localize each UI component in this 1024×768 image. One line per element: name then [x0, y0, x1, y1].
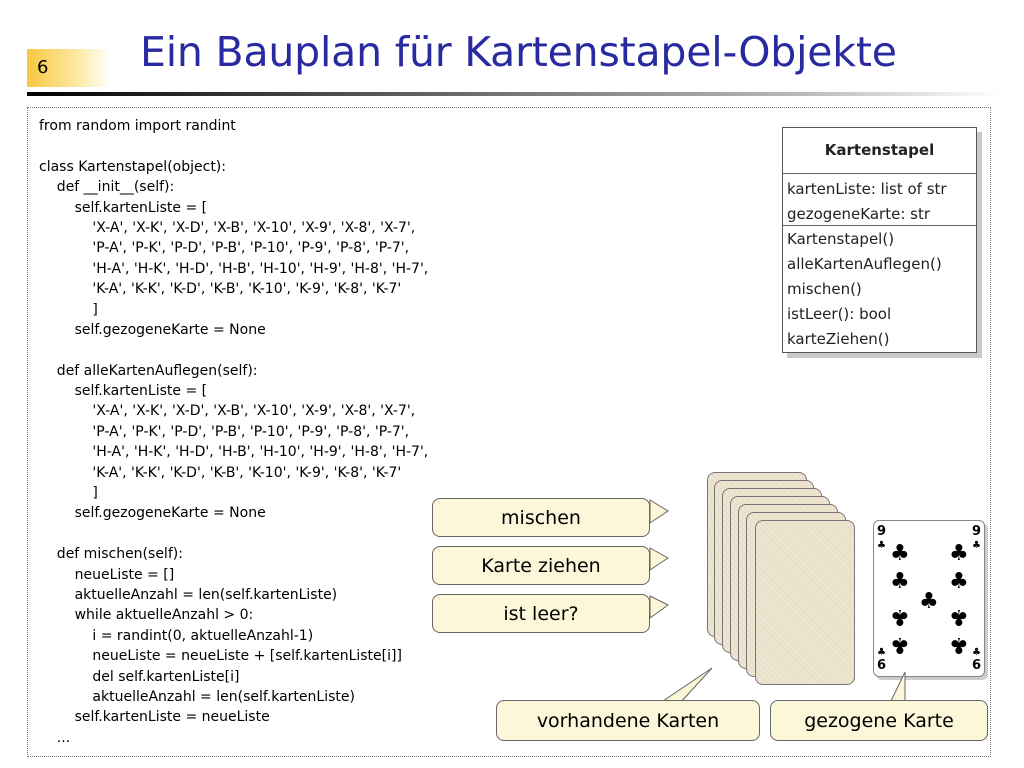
code-line: aktuelleAnzahl = len(self.kartenListe) [39, 586, 338, 603]
card-rank-top-right: 9♣ [971, 524, 981, 551]
club-icon: ♣ [890, 569, 910, 594]
code-line: neueListe = neueListe + [self.kartenList… [39, 648, 402, 665]
card-rank-bottom: 6 [877, 658, 887, 673]
callout-vorhandene-karten: vorhandene Karten [496, 700, 760, 741]
code-line: 'X-A', 'X-K', 'X-D', 'X-B', 'X-10', 'X-9… [39, 219, 416, 236]
uml-attribute: gezogeneKarte: str [787, 205, 931, 223]
callout-karte-ziehen: Karte ziehen [432, 546, 650, 585]
code-line [39, 136, 479, 156]
card-back [755, 520, 855, 685]
code-line: def alleKartenAuflegen(self): [39, 362, 258, 379]
code-line: ] [39, 301, 98, 318]
code-line: 'P-A', 'P-K', 'P-D', 'P-B', 'P-10', 'P-9… [39, 240, 410, 257]
uml-class-diagram: Kartenstapel kartenListe: list of str ge… [782, 127, 977, 353]
uml-attributes: kartenListe: list of str gezogeneKarte: … [783, 174, 976, 226]
code-line [39, 524, 479, 544]
callout-mischen-label: mischen [501, 507, 581, 529]
callout-gezogene-karte: gezogene Karte [770, 700, 988, 741]
card-rank-top-left: 9♣ [877, 524, 887, 551]
callout-ist-leer-label: ist leer? [503, 603, 579, 625]
code-line: class Kartenstapel(object): [39, 158, 226, 175]
title-divider [27, 92, 1001, 96]
slide-number: 6 [37, 57, 49, 78]
uml-class-name: Kartenstapel [783, 128, 976, 174]
club-icon: ♣ [949, 604, 969, 629]
callout-karte-ziehen-label: Karte ziehen [481, 555, 601, 577]
card-rank-top: 9 [971, 524, 981, 539]
code-line: neueListe = [] [39, 566, 175, 583]
club-icon: ♣ [949, 632, 969, 657]
code-line [39, 340, 479, 360]
uml-method: mischen() [787, 280, 862, 298]
code-line: 'H-A', 'H-K', 'H-D', 'H-B', 'H-10', 'H-9… [39, 260, 429, 277]
callout-gezogene-karte-label: gezogene Karte [804, 710, 954, 732]
uml-method: karteZiehen() [787, 330, 890, 348]
code-line: 'P-A', 'P-K', 'P-D', 'P-B', 'P-10', 'P-9… [39, 423, 410, 440]
card-rank-bottom-right: ♣6 [971, 647, 981, 673]
uml-methods: Kartenstapel() alleKartenAuflegen() misc… [783, 226, 976, 352]
club-icon: ♣ [949, 541, 969, 566]
card-rank-bottom: 6 [971, 658, 981, 673]
code-line: self.gezogeneKarte = None [39, 505, 266, 522]
slide-number-badge [27, 49, 111, 87]
code-line: self.kartenListe = neueListe [39, 709, 270, 726]
code-line: 'X-A', 'X-K', 'X-D', 'X-B', 'X-10', 'X-9… [39, 403, 416, 420]
code-line: def mischen(self): [39, 546, 183, 563]
code-line: ... [39, 729, 71, 746]
code-line: self.gezogeneKarte = None [39, 321, 266, 338]
code-line: 'K-A', 'K-K', 'K-D', 'K-B', 'K-10', 'K-9… [39, 464, 402, 481]
code-line: from random import randint [39, 118, 236, 134]
code-line: i = randint(0, aktuelleAnzahl-1) [39, 627, 314, 644]
code-line: ] [39, 485, 98, 502]
code-line: 'K-A', 'K-K', 'K-D', 'K-B', 'K-10', 'K-9… [39, 281, 402, 298]
club-icon: ♣ [949, 569, 969, 594]
club-icon: ♣ [919, 589, 939, 614]
club-icon: ♣ [890, 604, 910, 629]
club-icon: ♣ [890, 541, 910, 566]
code-line: self.kartenListe = [ [39, 383, 208, 400]
drawn-card: 9♣ 9♣ ♣6 ♣6 ♣ ♣ ♣ ♣ ♣ ♣ ♣ ♣ ♣ [873, 520, 985, 677]
slide-title: Ein Bauplan für Kartenstapel-Objekte [140, 28, 897, 76]
uml-method: Kartenstapel() [787, 230, 895, 248]
uml-method: alleKartenAuflegen() [787, 255, 942, 273]
callout-vorhandene-karten-label: vorhandene Karten [536, 710, 720, 732]
code-line: 'H-A', 'H-K', 'H-D', 'H-B', 'H-10', 'H-9… [39, 444, 429, 461]
uml-attribute: kartenListe: list of str [787, 180, 947, 198]
club-icon: ♣ [890, 632, 910, 657]
code-frame [27, 107, 991, 757]
card-rank-top: 9 [877, 524, 887, 539]
code-line: del self.kartenListe[i] [39, 668, 240, 685]
code-line: self.kartenListe = [ [39, 199, 208, 216]
callout-mischen: mischen [432, 498, 650, 537]
code-line: while aktuelleAnzahl > 0: [39, 607, 254, 624]
code-listing: from random import randint class Kartenst… [39, 116, 479, 748]
code-line: aktuelleAnzahl = len(self.kartenListe) [39, 688, 355, 705]
card-rank-bottom-left: ♣6 [877, 647, 887, 673]
uml-method: istLeer(): bool [787, 305, 892, 323]
code-line: def __init__(self): [39, 179, 175, 196]
callout-ist-leer: ist leer? [432, 594, 650, 633]
